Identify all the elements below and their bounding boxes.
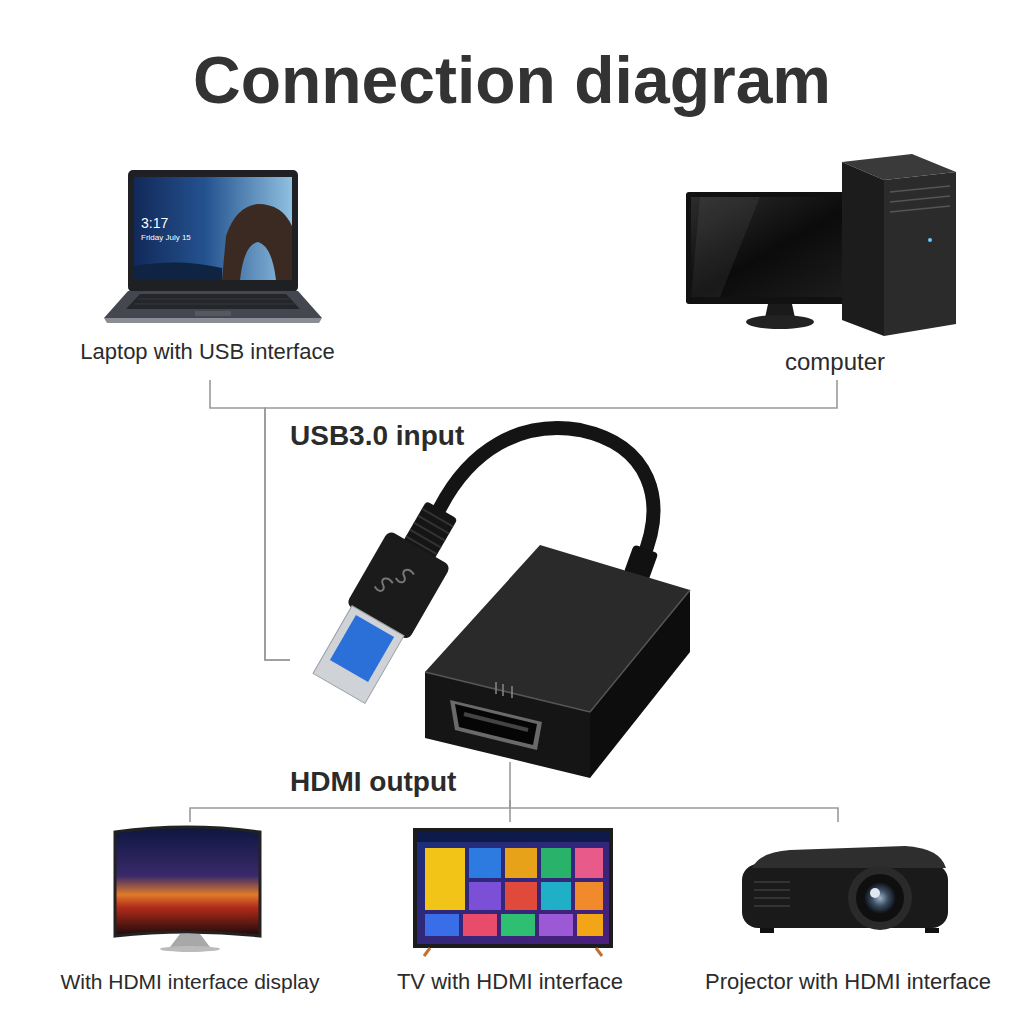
- laptop-illustration: [134, 304, 294, 305]
- device-caption: computer: [680, 347, 990, 377]
- display-illustration: [115, 827, 260, 936]
- computer-illustration: [686, 154, 956, 336]
- laptop-illustration: [222, 204, 292, 280]
- projector-illustration: [742, 846, 948, 933]
- connector-line: [265, 380, 837, 660]
- usb-hdmi-adapter-illustration: [422, 509, 453, 527]
- projector-illustration: [754, 897, 790, 899]
- projector-illustration: [864, 882, 896, 914]
- laptop-illustration: [104, 291, 322, 318]
- tv-illustration: [541, 848, 571, 878]
- tv-illustration: [469, 848, 501, 878]
- projector-illustration: [856, 874, 904, 922]
- laptop-illustration: [138, 299, 289, 300]
- projector-illustration: [848, 866, 912, 930]
- projector-illustration: [760, 928, 774, 933]
- tv-illustration: [575, 882, 603, 910]
- projector-illustration: [870, 888, 880, 898]
- computer-device: computer: [680, 150, 990, 380]
- usb-hdmi-adapter-illustration: [313, 606, 404, 704]
- tv-illustration: [424, 948, 430, 956]
- computer-illustration: [842, 162, 884, 336]
- projector-illustration: [742, 864, 948, 928]
- screen-date: Friday July 15: [141, 233, 191, 243]
- computer-illustration: [928, 238, 932, 242]
- tv-illustration: [539, 914, 573, 936]
- tv-illustration: [425, 914, 459, 936]
- tv-illustration: [463, 914, 497, 936]
- connector-line: [510, 800, 838, 822]
- tv-illustration: [505, 882, 537, 910]
- usb-hdmi-adapter-illustration: [330, 615, 394, 682]
- port-label: USB3.0 input: [290, 420, 464, 452]
- laptop-illustration: [195, 311, 231, 316]
- usb-hdmi-adapter-illustration: [455, 704, 537, 745]
- connector-line: [210, 380, 290, 660]
- tv-illustration: [417, 832, 609, 944]
- laptop-illustration: [134, 177, 292, 280]
- projector-illustration: [925, 928, 939, 933]
- device-caption: Projector with HDMI interface: [682, 968, 1014, 996]
- tv-illustration: [577, 914, 603, 936]
- tv-illustration: [596, 948, 602, 956]
- usb-hdmi-adapter: USB3.0 inputHDMI output: [290, 420, 710, 800]
- device-caption: Laptop with USB interface: [55, 338, 360, 366]
- projector-illustration: [754, 889, 790, 891]
- usb-hdmi-adapter-illustration: [414, 523, 445, 541]
- laptop-device: Laptop with USB interface: [55, 165, 360, 380]
- computer-illustration: [691, 197, 867, 297]
- diagram-title: Connection diagram: [0, 42, 1024, 118]
- computer-illustration: [890, 186, 950, 192]
- tv-illustration: [413, 828, 613, 956]
- computer-illustration: [890, 196, 950, 202]
- hdmi-projector: Projector with HDMI interface: [682, 822, 1014, 1000]
- laptop-illustration: [104, 170, 322, 323]
- tv-illustration: [413, 828, 613, 948]
- usb-hdmi-adapter-illustration: [509, 762, 511, 800]
- laptop-illustration: [104, 318, 322, 323]
- hdmi-tv: TV with HDMI interface: [370, 822, 650, 1000]
- computer-illustration: [890, 206, 950, 212]
- tv-illustration: [541, 882, 571, 910]
- projector-illustration: [752, 846, 946, 868]
- usb-hdmi-adapter-illustration: [425, 672, 590, 778]
- usb-hdmi-adapter-illustration: [410, 530, 441, 548]
- usb-hdmi-adapter-illustration: [464, 714, 528, 730]
- laptop-illustration: [128, 170, 298, 292]
- computer-illustration: [884, 172, 956, 336]
- tv-illustration: [425, 848, 465, 910]
- usb-hdmi-adapter-illustration: [374, 559, 415, 601]
- tv-illustration: [575, 848, 603, 878]
- laptop-illustration: [134, 262, 222, 280]
- hdmi-display: With HDMI interface display: [40, 822, 340, 1000]
- usb-hdmi-adapter-illustration: [450, 700, 542, 750]
- usb-hdmi-adapter-illustration: [418, 516, 449, 534]
- tv-illustration: [469, 882, 501, 910]
- computer-illustration: [691, 197, 760, 297]
- display-illustration: [160, 946, 220, 952]
- device-caption: With HDMI interface display: [40, 968, 340, 996]
- connector-line: [190, 800, 510, 822]
- usb-hdmi-adapter-illustration: [425, 590, 690, 712]
- usb-hdmi-adapter-illustration: [308, 428, 690, 800]
- display-illustration: [115, 827, 260, 952]
- usb-hdmi-adapter-illustration: [590, 590, 690, 778]
- usb-hdmi-adapter-illustration: [496, 682, 512, 698]
- laptop-illustration: [126, 294, 300, 309]
- projector-illustration: [754, 881, 790, 883]
- screen-clock: 3:17: [141, 214, 168, 232]
- display-illustration: [170, 934, 210, 947]
- computer-illustration: [746, 315, 814, 329]
- tv-illustration: [417, 832, 609, 842]
- device-caption: TV with HDMI interface: [370, 968, 650, 996]
- tv-illustration: [505, 848, 537, 878]
- projector-illustration: [754, 905, 790, 907]
- port-label: HDMI output: [290, 766, 456, 798]
- usb-hdmi-adapter-illustration: [440, 428, 653, 560]
- tv-illustration: [501, 914, 535, 936]
